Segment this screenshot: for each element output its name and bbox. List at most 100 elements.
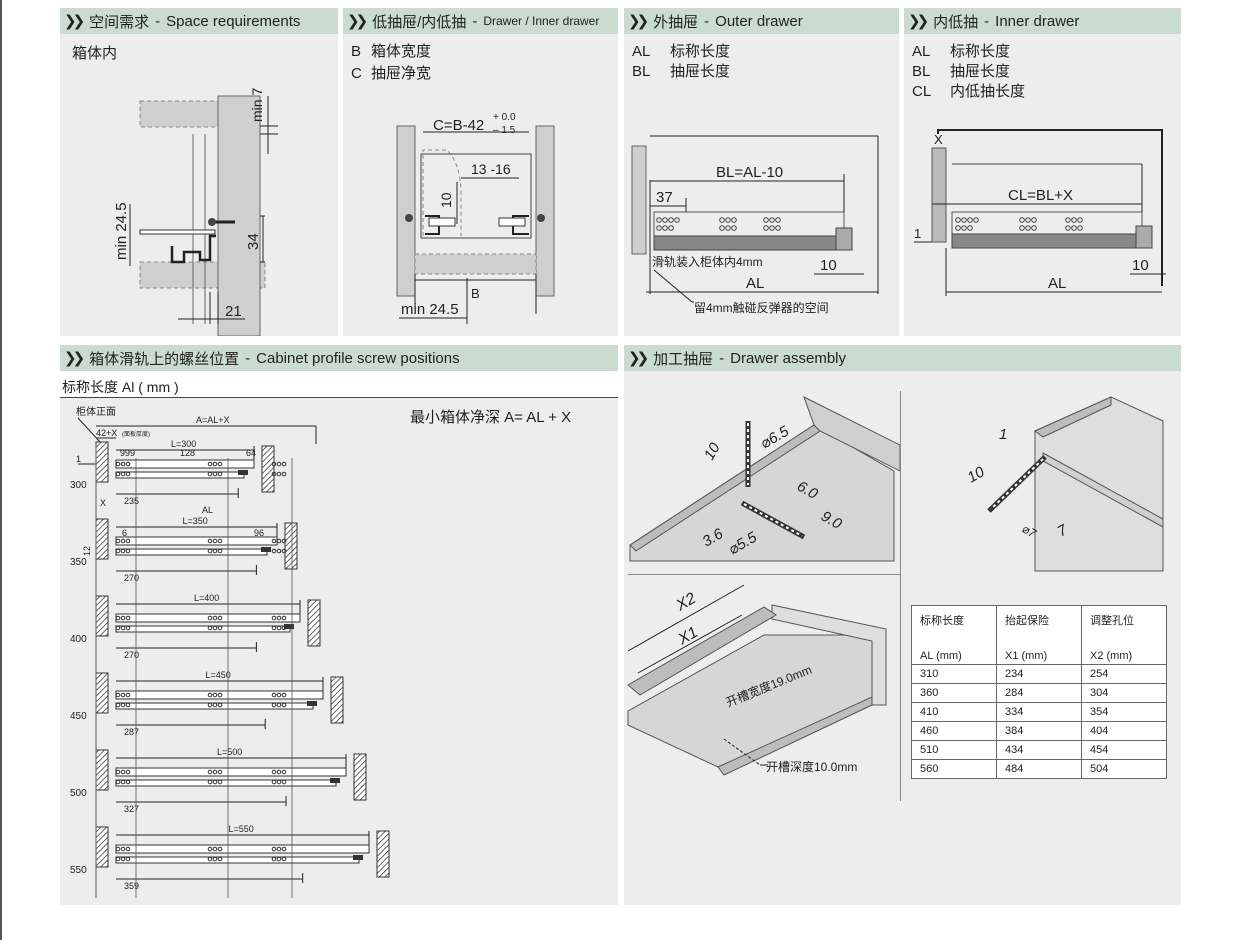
screw-hole: [212, 461, 218, 467]
title-separator: -: [155, 12, 161, 30]
panel-subtitle: Drawer / Inner drawer: [483, 14, 600, 28]
lower-dim-label: 270: [124, 650, 139, 660]
screw-hole: [212, 692, 218, 698]
front-offset-note: (面板厚度): [122, 430, 150, 438]
rail-body: [115, 844, 370, 854]
rail-length-label: L=400: [194, 593, 219, 603]
row-size-label: 350: [70, 557, 87, 568]
rail-end-clip: [284, 624, 294, 629]
rail-length-label: L=350: [183, 516, 208, 526]
screw-hole: [281, 548, 287, 554]
screw-hole: [120, 471, 126, 477]
screw-hole: [120, 461, 126, 467]
screw-hole: [217, 471, 223, 477]
screw-hole: [217, 538, 223, 544]
screw-hole: [120, 615, 126, 621]
screw-diagram-area: 最小箱体净深 A= AL + X 柜体正面 A=AL+X 42+X (面板厚度)…: [60, 398, 618, 905]
screw-hole: [120, 548, 126, 554]
screw-hole: [281, 615, 287, 621]
dim-21: 21: [225, 303, 242, 320]
row-size-label: 300: [70, 480, 87, 491]
screw-hole: [281, 625, 287, 631]
dim-x2: X2: [673, 590, 699, 615]
screw-hole: [271, 856, 277, 862]
screw-hole: [281, 779, 287, 785]
space-label: 箱体内: [72, 45, 118, 62]
rail-length-label: L=300: [171, 439, 196, 449]
dim-96: 96: [254, 528, 264, 538]
front-offset-label: 42+X: [96, 428, 117, 438]
panel-subtitle: Space requirements: [166, 12, 301, 30]
note-rail-inset: 滑轨装入柜体内4mm: [652, 255, 763, 269]
vertical-divider: [900, 391, 901, 801]
screw-hole: [281, 702, 287, 708]
screw-hole: [125, 702, 131, 708]
dim-13-16: 13 -16: [471, 161, 511, 177]
double-chevron-icon: ❯❯: [64, 13, 85, 30]
screw-hole: [120, 625, 126, 631]
screw-hole: [212, 769, 218, 775]
screw-hole: [207, 846, 213, 852]
screw-hole: [125, 625, 131, 631]
cabinet-front-hatch: [95, 441, 109, 483]
panel-title: 空间需求: [89, 13, 150, 31]
dim-64: 64: [246, 448, 256, 458]
screw-hole: [115, 461, 121, 467]
screw-hole: [207, 471, 213, 477]
dim-10: 10: [438, 192, 454, 208]
dim-min7: min 7: [249, 88, 265, 122]
screw-hole: [217, 779, 223, 785]
cabinet-rear-hatch: [307, 599, 321, 647]
drawer-groove-diagram: X2 X1 开槽宽度19.0mm 开槽深度10.0mm: [627, 584, 887, 776]
panel-subtitle: Outer drawer: [715, 12, 803, 30]
dim-37: 37: [656, 189, 673, 206]
screw-hole: [115, 548, 121, 554]
rail-lower-member: [115, 856, 360, 864]
dim-1: 1: [914, 226, 921, 241]
cabinet-front-hatch: [95, 749, 109, 791]
dim-al: AL: [746, 275, 764, 292]
groove-depth-label: 开槽深度10.0mm: [766, 759, 857, 774]
panel-subtitle: Cabinet profile screw positions: [256, 349, 460, 367]
screw-hole: [271, 769, 277, 775]
screw-hole: [125, 548, 131, 554]
screw-hole: [212, 548, 218, 554]
screw-hole: [217, 702, 223, 708]
lower-dim-label: 235: [124, 496, 139, 506]
tol-plus: + 0.0: [493, 112, 516, 123]
cabinet-rear-hatch: [261, 445, 275, 493]
title-separator: -: [984, 12, 990, 30]
row-size-label: 550: [70, 865, 87, 876]
rail-end-clip: [238, 470, 248, 475]
title-separator: -: [245, 349, 251, 367]
tol-minus: – 1.5: [493, 125, 516, 136]
dim-10: 10: [1132, 257, 1149, 274]
panel-subtitle: Drawer assembly: [730, 349, 847, 367]
al-label: AL: [202, 505, 213, 515]
dim-34: 34: [245, 233, 262, 250]
dim-10: 10: [820, 257, 837, 274]
screw-hole: [217, 856, 223, 862]
lower-dim-label: 327: [124, 804, 139, 814]
screw-hole: [125, 769, 131, 775]
screw-hole: [281, 692, 287, 698]
dim-1: 1: [999, 426, 1007, 443]
double-chevron-icon: ❯❯: [347, 13, 368, 30]
screw-hole: [212, 615, 218, 621]
screw-hole: [271, 779, 277, 785]
screw-hole: [276, 769, 282, 775]
dim-128: 128: [180, 448, 195, 458]
inner-drawer-header: ❯❯ 内低抽 - Inner drawer: [904, 8, 1181, 34]
screw-hole: [276, 779, 282, 785]
rail-length-label: L=450: [206, 670, 231, 680]
